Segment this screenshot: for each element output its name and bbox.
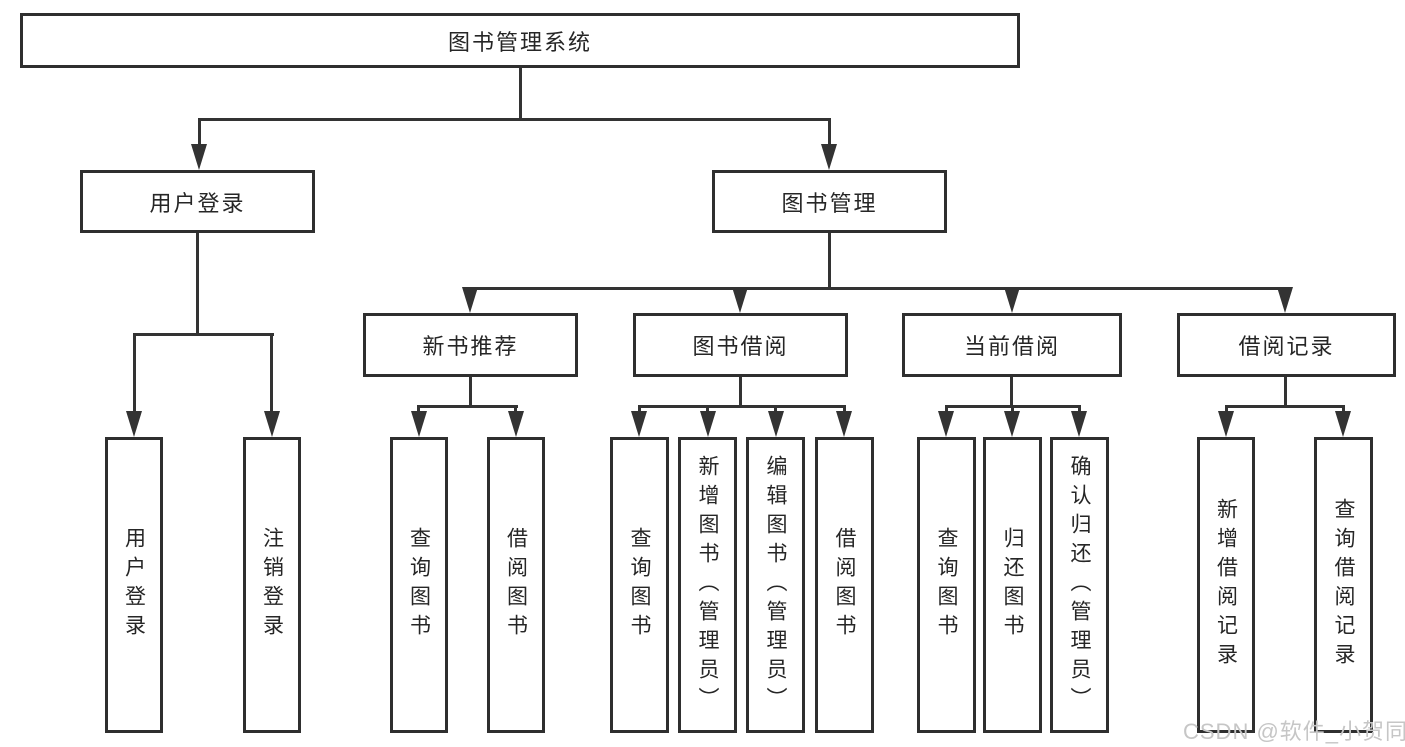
connector-line: [945, 405, 948, 415]
connector-line: [1225, 405, 1228, 415]
arrow-down-icon: [821, 144, 837, 170]
leaf-add-borrow-record: 新增借阅记录: [1197, 437, 1255, 733]
node-book-borrow: 图书借阅: [633, 313, 848, 377]
node-book-management-label: 图书管理: [781, 190, 878, 216]
connector-line: [469, 375, 472, 407]
leaf-borrow-query-books: 查询图书: [610, 437, 669, 733]
leaf-user-login: 用户登录: [105, 437, 163, 733]
arrow-down-icon: [768, 411, 784, 437]
connector-line: [706, 405, 709, 415]
arrow-down-icon: [1004, 287, 1020, 313]
connector-line: [198, 118, 831, 121]
node-new-book-recommend-label: 新书推荐: [422, 334, 519, 359]
node-current-borrow-label: 当前借阅: [963, 334, 1060, 359]
arrow-down-icon: [732, 287, 748, 313]
leaf-borrow-query-books-label: 查询图书: [628, 527, 652, 643]
arrow-down-icon: [836, 411, 852, 437]
node-current-borrow: 当前借阅: [902, 313, 1122, 377]
arrow-down-icon: [126, 411, 142, 437]
arrow-down-icon: [462, 287, 478, 313]
connector-line: [133, 333, 136, 413]
connector-line: [739, 375, 742, 407]
connector-line: [1342, 405, 1345, 415]
leaf-confirm-return-admin: 确认归还（管理员）: [1050, 437, 1109, 733]
connector-line: [1011, 405, 1014, 415]
node-borrow-record-label: 借阅记录: [1238, 334, 1335, 359]
node-user-login: 用户登录: [80, 170, 315, 233]
connector-line: [828, 118, 831, 146]
leaf-add-books-admin: 新增图书（管理员）: [678, 437, 737, 733]
connector-line: [1225, 405, 1345, 408]
arrow-down-icon: [1277, 287, 1293, 313]
connector-line: [469, 287, 1287, 290]
leaf-return-books: 归还图书: [983, 437, 1042, 733]
connector-line: [198, 118, 201, 146]
arrow-down-icon: [411, 411, 427, 437]
leaf-edit-books-admin: 编辑图书（管理员）: [746, 437, 805, 733]
connector-line: [133, 333, 274, 336]
arrow-down-icon: [1218, 411, 1234, 437]
leaf-borrow-borrow-books-label: 借阅图书: [833, 527, 857, 643]
leaf-confirm-return-admin-label: 确认归还（管理员）: [1068, 454, 1092, 716]
leaf-query-borrow-record: 查询借阅记录: [1314, 437, 1373, 733]
leaf-current-query-books-label: 查询图书: [935, 527, 959, 643]
connector-line: [196, 231, 199, 335]
connector-line: [843, 405, 846, 415]
connector-line: [1010, 375, 1013, 407]
arrow-down-icon: [508, 411, 524, 437]
connector-line: [638, 405, 846, 408]
leaf-logout: 注销登录: [243, 437, 301, 733]
node-user-login-label: 用户登录: [149, 190, 246, 216]
node-new-book-recommend: 新书推荐: [363, 313, 578, 377]
leaf-logout-label: 注销登录: [260, 527, 284, 643]
node-root-label: 图书管理系统: [447, 29, 592, 55]
arrow-down-icon: [191, 144, 207, 170]
leaf-current-query-books: 查询图书: [917, 437, 976, 733]
arrow-down-icon: [264, 411, 280, 437]
connector-line: [418, 405, 518, 408]
connector-line: [1284, 375, 1287, 407]
arrow-down-icon: [1071, 411, 1087, 437]
connector-line: [519, 66, 522, 120]
node-root: 图书管理系统: [20, 13, 1020, 68]
leaf-newbook-query-books-label: 查询图书: [407, 527, 431, 643]
leaf-add-borrow-record-label: 新增借阅记录: [1214, 498, 1238, 672]
arrow-down-icon: [631, 411, 647, 437]
connector-line: [514, 405, 517, 415]
connector-line: [1078, 405, 1081, 415]
arrow-down-icon: [938, 411, 954, 437]
connector-line: [828, 231, 831, 290]
arrow-down-icon: [1004, 411, 1020, 437]
leaf-add-books-admin-label: 新增图书（管理员）: [696, 454, 720, 716]
connector-line: [774, 405, 777, 415]
leaf-newbook-query-books: 查询图书: [390, 437, 448, 733]
csdn-watermark: CSDN @软件_小贺同学: [1183, 719, 1405, 744]
arrow-down-icon: [1335, 411, 1351, 437]
leaf-user-login-label: 用户登录: [122, 527, 146, 643]
node-borrow-record: 借阅记录: [1177, 313, 1396, 377]
connector-line: [638, 405, 641, 415]
node-book-management: 图书管理: [712, 170, 947, 233]
connector-line: [270, 333, 273, 413]
leaf-newbook-borrow-books: 借阅图书: [487, 437, 545, 733]
leaf-edit-books-admin-label: 编辑图书（管理员）: [764, 454, 788, 716]
connector-line: [417, 405, 420, 415]
arrow-down-icon: [700, 411, 716, 437]
leaf-newbook-borrow-books-label: 借阅图书: [504, 527, 528, 643]
leaf-return-books-label: 归还图书: [1001, 527, 1025, 643]
leaf-borrow-borrow-books: 借阅图书: [815, 437, 874, 733]
leaf-query-borrow-record-label: 查询借阅记录: [1332, 498, 1356, 672]
node-book-borrow-label: 图书借阅: [692, 334, 789, 359]
